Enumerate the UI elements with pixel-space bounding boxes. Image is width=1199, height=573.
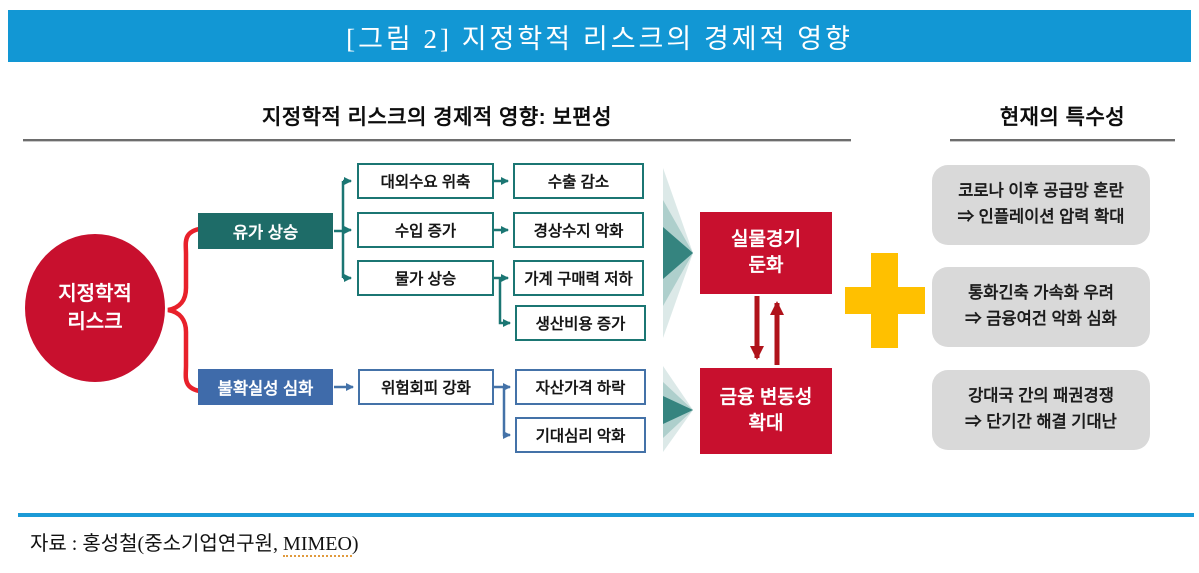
right-section-underline	[950, 139, 1175, 141]
special-box-2-line2: ⇒ 금융여건 악화 심화	[965, 310, 1117, 328]
figure-title: [그림 2] 지정학적 리스크의 경제적 영향	[346, 23, 853, 54]
special-box-3-line2: ⇒ 단기간 해결 기대난	[965, 413, 1117, 431]
node-import-increase: 수입 증가	[357, 212, 494, 248]
footer-rule	[18, 513, 1194, 517]
outcome-fin-line2: 확대	[748, 413, 784, 434]
special-box-3-line1: 강대국 간의 패권경쟁	[968, 387, 1114, 406]
node-price-rise: 물가 상승	[357, 260, 494, 296]
node-sentiment-worsen: 기대심리 악화	[515, 417, 646, 453]
plus-icon	[845, 287, 925, 314]
source-note: 자료 : 홍성철(중소기업연구원, MIMEO)	[30, 527, 359, 557]
left-section-underline	[23, 139, 851, 141]
outcome-real-economy: 실물경기 둔화	[700, 212, 832, 294]
special-box-supply-chain: 코로나 이후 공급망 혼란 ⇒ 인플레이션 압력 확대	[932, 165, 1150, 245]
outcome-real-line1: 실물경기	[731, 229, 801, 251]
node-external-demand: 대외수요 위축	[357, 163, 494, 199]
source-text-end: )	[351, 533, 359, 555]
node-current-account: 경상수지 악화	[513, 212, 644, 248]
outcome-real-line2: 둔화	[748, 255, 784, 276]
special-box-monetary-tightening: 통화긴축 가속화 우려 ⇒ 금융여건 악화 심화	[932, 267, 1150, 347]
special-box-1-line2: ⇒ 인플레이션 압력 확대	[957, 208, 1125, 226]
category-uncertainty: 불확실성 심화	[198, 369, 333, 405]
node-production-cost: 생산비용 증가	[515, 305, 646, 341]
chevron-arrow-real-economy	[663, 168, 693, 338]
special-box-hegemony-competition: 강대국 간의 패권경쟁 ⇒ 단기간 해결 기대난	[932, 370, 1150, 450]
special-box-2-line1: 통화긴축 가속화 우려	[968, 284, 1114, 303]
source-text: 자료 : 홍성철(중소기업연구원,	[30, 533, 284, 555]
node-asset-price-fall: 자산가격 하락	[515, 369, 646, 405]
right-section-title: 현재의 특수성	[999, 106, 1126, 129]
node-risk-aversion: 위험회피 강화	[358, 369, 494, 405]
outcome-financial-volatility: 금융 변동성 확대	[700, 368, 832, 454]
brace-connector	[167, 225, 209, 395]
source-word-mimeo: MIMEO	[283, 533, 352, 557]
root-node-line1: 지정학적	[58, 283, 132, 305]
special-box-1-line1: 코로나 이후 공급망 혼란	[958, 182, 1124, 201]
root-node-line2: 리스크	[67, 311, 123, 333]
category-oil-price: 유가 상승	[198, 213, 333, 249]
root-node-geopolitical-risk: 지정학적 리스크	[25, 234, 165, 382]
left-section-title: 지정학적 리스크의 경제적 영향: 보편성	[262, 106, 612, 129]
outcome-feedback-arrows	[750, 296, 784, 365]
node-export-decline: 수출 감소	[513, 163, 644, 199]
chevron-arrow-financial	[663, 366, 693, 452]
node-purchasing-power: 가계 구매력 저하	[513, 260, 644, 296]
oil-branch-connectors	[334, 177, 511, 327]
outcome-fin-line1: 금융 변동성	[719, 387, 813, 409]
figure-title-banner: [그림 2] 지정학적 리스크의 경제적 영향	[8, 10, 1191, 62]
